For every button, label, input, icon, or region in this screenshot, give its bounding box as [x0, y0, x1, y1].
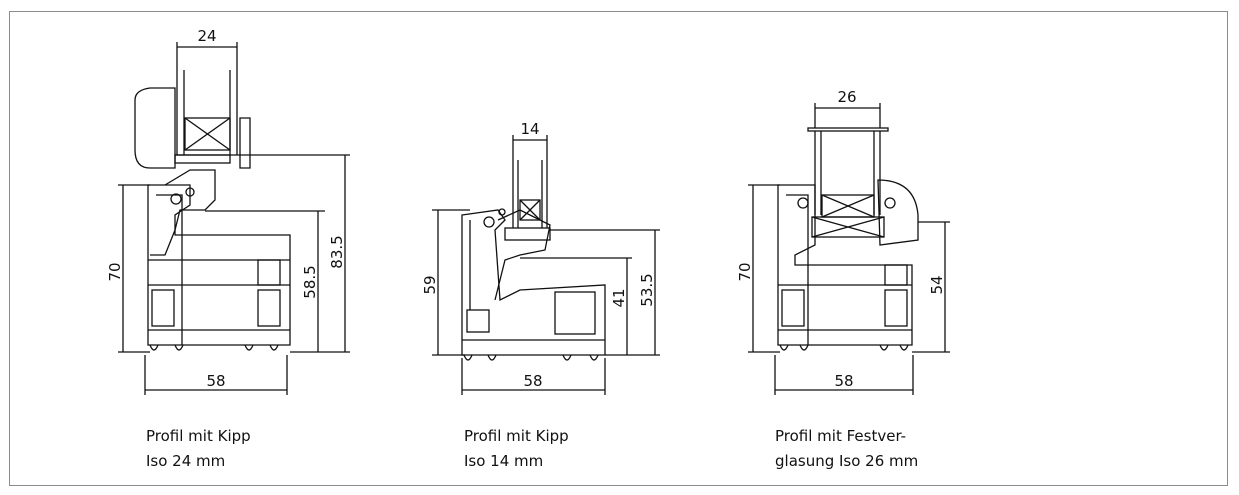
caption-profile-3: Profil mit Festver- glasung Iso 26 mm: [775, 424, 918, 474]
caption-line-2: glasung Iso 26 mm: [775, 452, 919, 470]
profile-drawing-2: [432, 135, 660, 395]
profile-drawing-1: [118, 42, 350, 395]
figure-frame: [9, 11, 1228, 486]
dim-label-right-1: 83.5: [328, 235, 346, 268]
dim-label-right-2: 53.5: [638, 273, 656, 306]
profile-drawing-3: [748, 103, 950, 395]
dim-label-left-1: 70: [106, 262, 124, 281]
dim-label-bottom-3: 58: [834, 372, 853, 390]
caption-line-1: Profil mit Kipp: [146, 427, 251, 445]
caption-line-2: Iso 14 mm: [464, 452, 544, 470]
dim-label-bottom-2: 58: [523, 372, 542, 390]
dim-label-top-2: 14: [520, 120, 539, 138]
dim-label-inner-1: 58.5: [301, 265, 319, 298]
dim-label-left-2: 59: [421, 275, 439, 294]
caption-line-1: Profil mit Festver-: [775, 427, 907, 445]
dim-label-top-1: 24: [197, 27, 216, 45]
caption-line-1: Profil mit Kipp: [464, 427, 569, 445]
dim-label-right-3: 54: [928, 275, 946, 294]
dim-label-inner-2: 41: [610, 288, 628, 307]
caption-line-2: Iso 24 mm: [146, 452, 226, 470]
dim-label-top-3: 26: [837, 88, 856, 106]
dim-label-left-3: 70: [736, 262, 754, 281]
caption-profile-2: Profil mit Kipp Iso 14 mm: [464, 424, 569, 474]
caption-profile-1: Profil mit Kipp Iso 24 mm: [146, 424, 251, 474]
dim-label-bottom-1: 58: [206, 372, 225, 390]
